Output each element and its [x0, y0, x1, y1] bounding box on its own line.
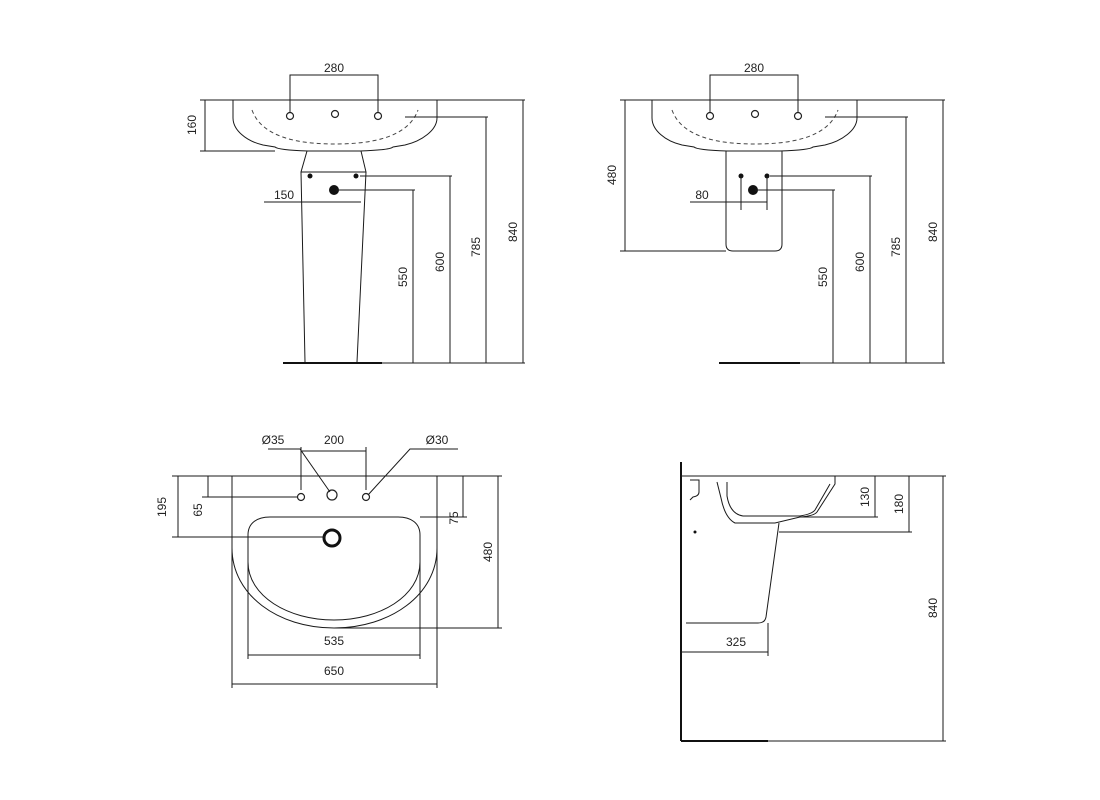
basin-inner-bowl	[726, 482, 831, 517]
dim-supply-height-label: 600	[433, 252, 447, 272]
semi-pedestal-side	[686, 522, 780, 624]
top-view: Ø35 Ø30 200 195 65 75 480 535 650	[155, 433, 502, 688]
tap-hole	[326, 489, 338, 501]
bracket	[689, 479, 700, 501]
dim-rim-depth-line	[800, 475, 878, 518]
dim-pedestal-width-label: 150	[274, 188, 294, 202]
dim-hole-spacing-line	[300, 447, 367, 490]
leader-tap-hole	[268, 448, 331, 493]
dim-width-label: 650	[324, 664, 344, 678]
dim-bowl-height-label: 480	[605, 165, 619, 185]
basin-inner-bowl	[251, 109, 419, 145]
dim-tap-spacing-line	[289, 74, 379, 113]
front-pedestal-view: 280 160 150 550 600 785 840	[185, 61, 525, 364]
dim-total-height-line	[768, 475, 946, 742]
dim-bowl-low-height-line	[825, 116, 908, 363]
dim-tap-spacing-label: 280	[744, 61, 764, 75]
dim-waste-height-line	[755, 189, 835, 363]
leader-overflow-hole	[367, 448, 458, 496]
dim-back-depth-label: 195	[155, 497, 169, 517]
dim-semi-width-label: 80	[695, 188, 709, 202]
basin-outline	[232, 99, 438, 152]
dim-total-height-line	[857, 99, 945, 363]
dim-waste-height-label: 550	[816, 267, 830, 287]
pedestal-body	[300, 150, 367, 363]
waste-dot	[748, 185, 758, 195]
waste-dot	[329, 185, 339, 195]
semi-pedestal-body	[725, 151, 783, 252]
tap-hole-right	[373, 111, 383, 121]
front-semi-pedestal-view: 280 480 80 550 600 785 840	[605, 61, 945, 364]
dim-semi-width-line	[690, 176, 768, 210]
dim-tap-hole-label: Ø35	[262, 433, 285, 447]
dim-depth-line	[334, 475, 502, 629]
dim-total-height-line	[437, 99, 525, 363]
dim-bowl-depth-line	[779, 475, 912, 533]
dim-bowl-offset-label: 75	[447, 511, 461, 525]
tap-hole-center	[750, 109, 760, 119]
dim-bowl-height-line	[200, 99, 275, 152]
dim-total-height-label: 840	[926, 598, 940, 618]
dim-supply-height-line	[360, 175, 452, 363]
side-view: 130 180 840 325	[680, 462, 946, 742]
tap-hole-right	[793, 111, 803, 121]
dim-back-depth-line	[172, 475, 325, 538]
fixing-dot	[693, 530, 697, 534]
dim-bowl-low-height-label: 785	[469, 237, 483, 257]
dim-hole-offset-label: 65	[191, 503, 205, 517]
dim-supply-height-line	[770, 175, 872, 363]
supply-dot-right	[353, 173, 359, 179]
supply-dot-left	[307, 173, 313, 179]
dim-supply-height-label: 600	[853, 252, 867, 272]
basin-outline	[651, 99, 858, 152]
dim-total-height-label: 840	[926, 222, 940, 242]
dim-hole-offset-line	[202, 476, 297, 498]
tap-hole-center	[330, 109, 340, 119]
basin-inner-bowl	[671, 109, 839, 145]
dim-projection-line	[681, 623, 769, 656]
dim-overflow-hole-label: Ø30	[426, 433, 449, 447]
dim-hole-spacing-label: 200	[324, 433, 344, 447]
tap-hole-left	[285, 111, 295, 121]
dim-bowl-depth-label: 180	[892, 494, 906, 514]
side-hole-left	[296, 492, 306, 502]
dim-bowl-low-height-line	[405, 116, 488, 363]
dim-width-line	[231, 548, 438, 688]
dim-bowl-low-height-label: 785	[889, 237, 903, 257]
side-hole-right	[361, 492, 371, 502]
dim-waste-height-line	[336, 189, 415, 363]
dim-bowl-height-label: 160	[185, 115, 199, 135]
dim-tap-spacing-label: 280	[324, 61, 344, 75]
dim-bowl-width-label: 535	[324, 634, 344, 648]
dim-rim-depth-label: 130	[858, 487, 872, 507]
basin-bowl-outline	[247, 516, 421, 621]
tap-hole-left	[705, 111, 715, 121]
drain-hole	[322, 528, 342, 548]
dim-bowl-offset-line	[420, 475, 467, 518]
dim-depth-label: 480	[481, 542, 495, 562]
dim-waste-height-label: 550	[396, 267, 410, 287]
dim-total-height-label: 840	[506, 222, 520, 242]
dim-projection-label: 325	[726, 635, 746, 649]
dim-bowl-width-line	[247, 562, 421, 659]
dim-tap-spacing-line	[709, 74, 799, 113]
dim-bowl-height-line	[620, 99, 726, 252]
